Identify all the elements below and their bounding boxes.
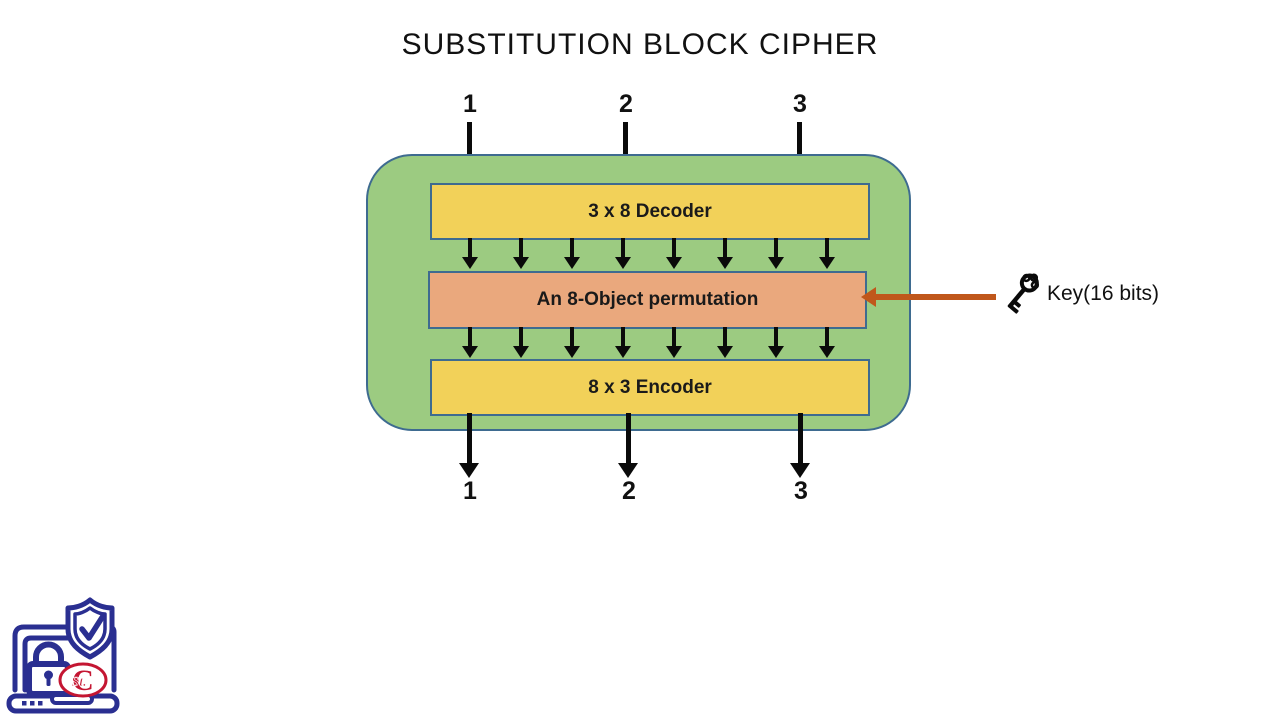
output-label-1: 1 [463, 477, 477, 505]
laptop-shield-lock-logo: C St. [6, 596, 120, 723]
key-icon [996, 266, 1046, 325]
svg-text:St.: St. [71, 675, 86, 690]
key-arrow-shaft [875, 294, 996, 300]
encoder-block: 8 x 3 Encoder [430, 359, 870, 416]
output-label-2: 2 [622, 477, 636, 505]
shield-check-icon [65, 597, 115, 660]
st-cloud-state-emblem: C St. [58, 662, 108, 698]
permutation-label: An 8-Object permutation [536, 289, 759, 310]
svg-text:C: C [72, 664, 94, 697]
input-label-3: 3 [793, 90, 807, 118]
page-title: SUBSTITUTION BLOCK CIPHER [401, 28, 879, 61]
decoder-label: 3 x 8 Decoder [588, 200, 712, 222]
encoder-label: 8 x 3 Encoder [588, 376, 712, 398]
key-arrow-head [861, 287, 876, 307]
input-label-1: 1 [463, 90, 477, 118]
input-label-2: 2 [619, 90, 633, 118]
output-label-3: 3 [794, 477, 808, 505]
permutation-block: An 8-Object permutation [428, 271, 867, 329]
laptop-base-dots [22, 701, 43, 706]
key-label: Key(16 bits) [1047, 282, 1160, 305]
decoder-block: 3 x 8 Decoder [430, 183, 870, 240]
